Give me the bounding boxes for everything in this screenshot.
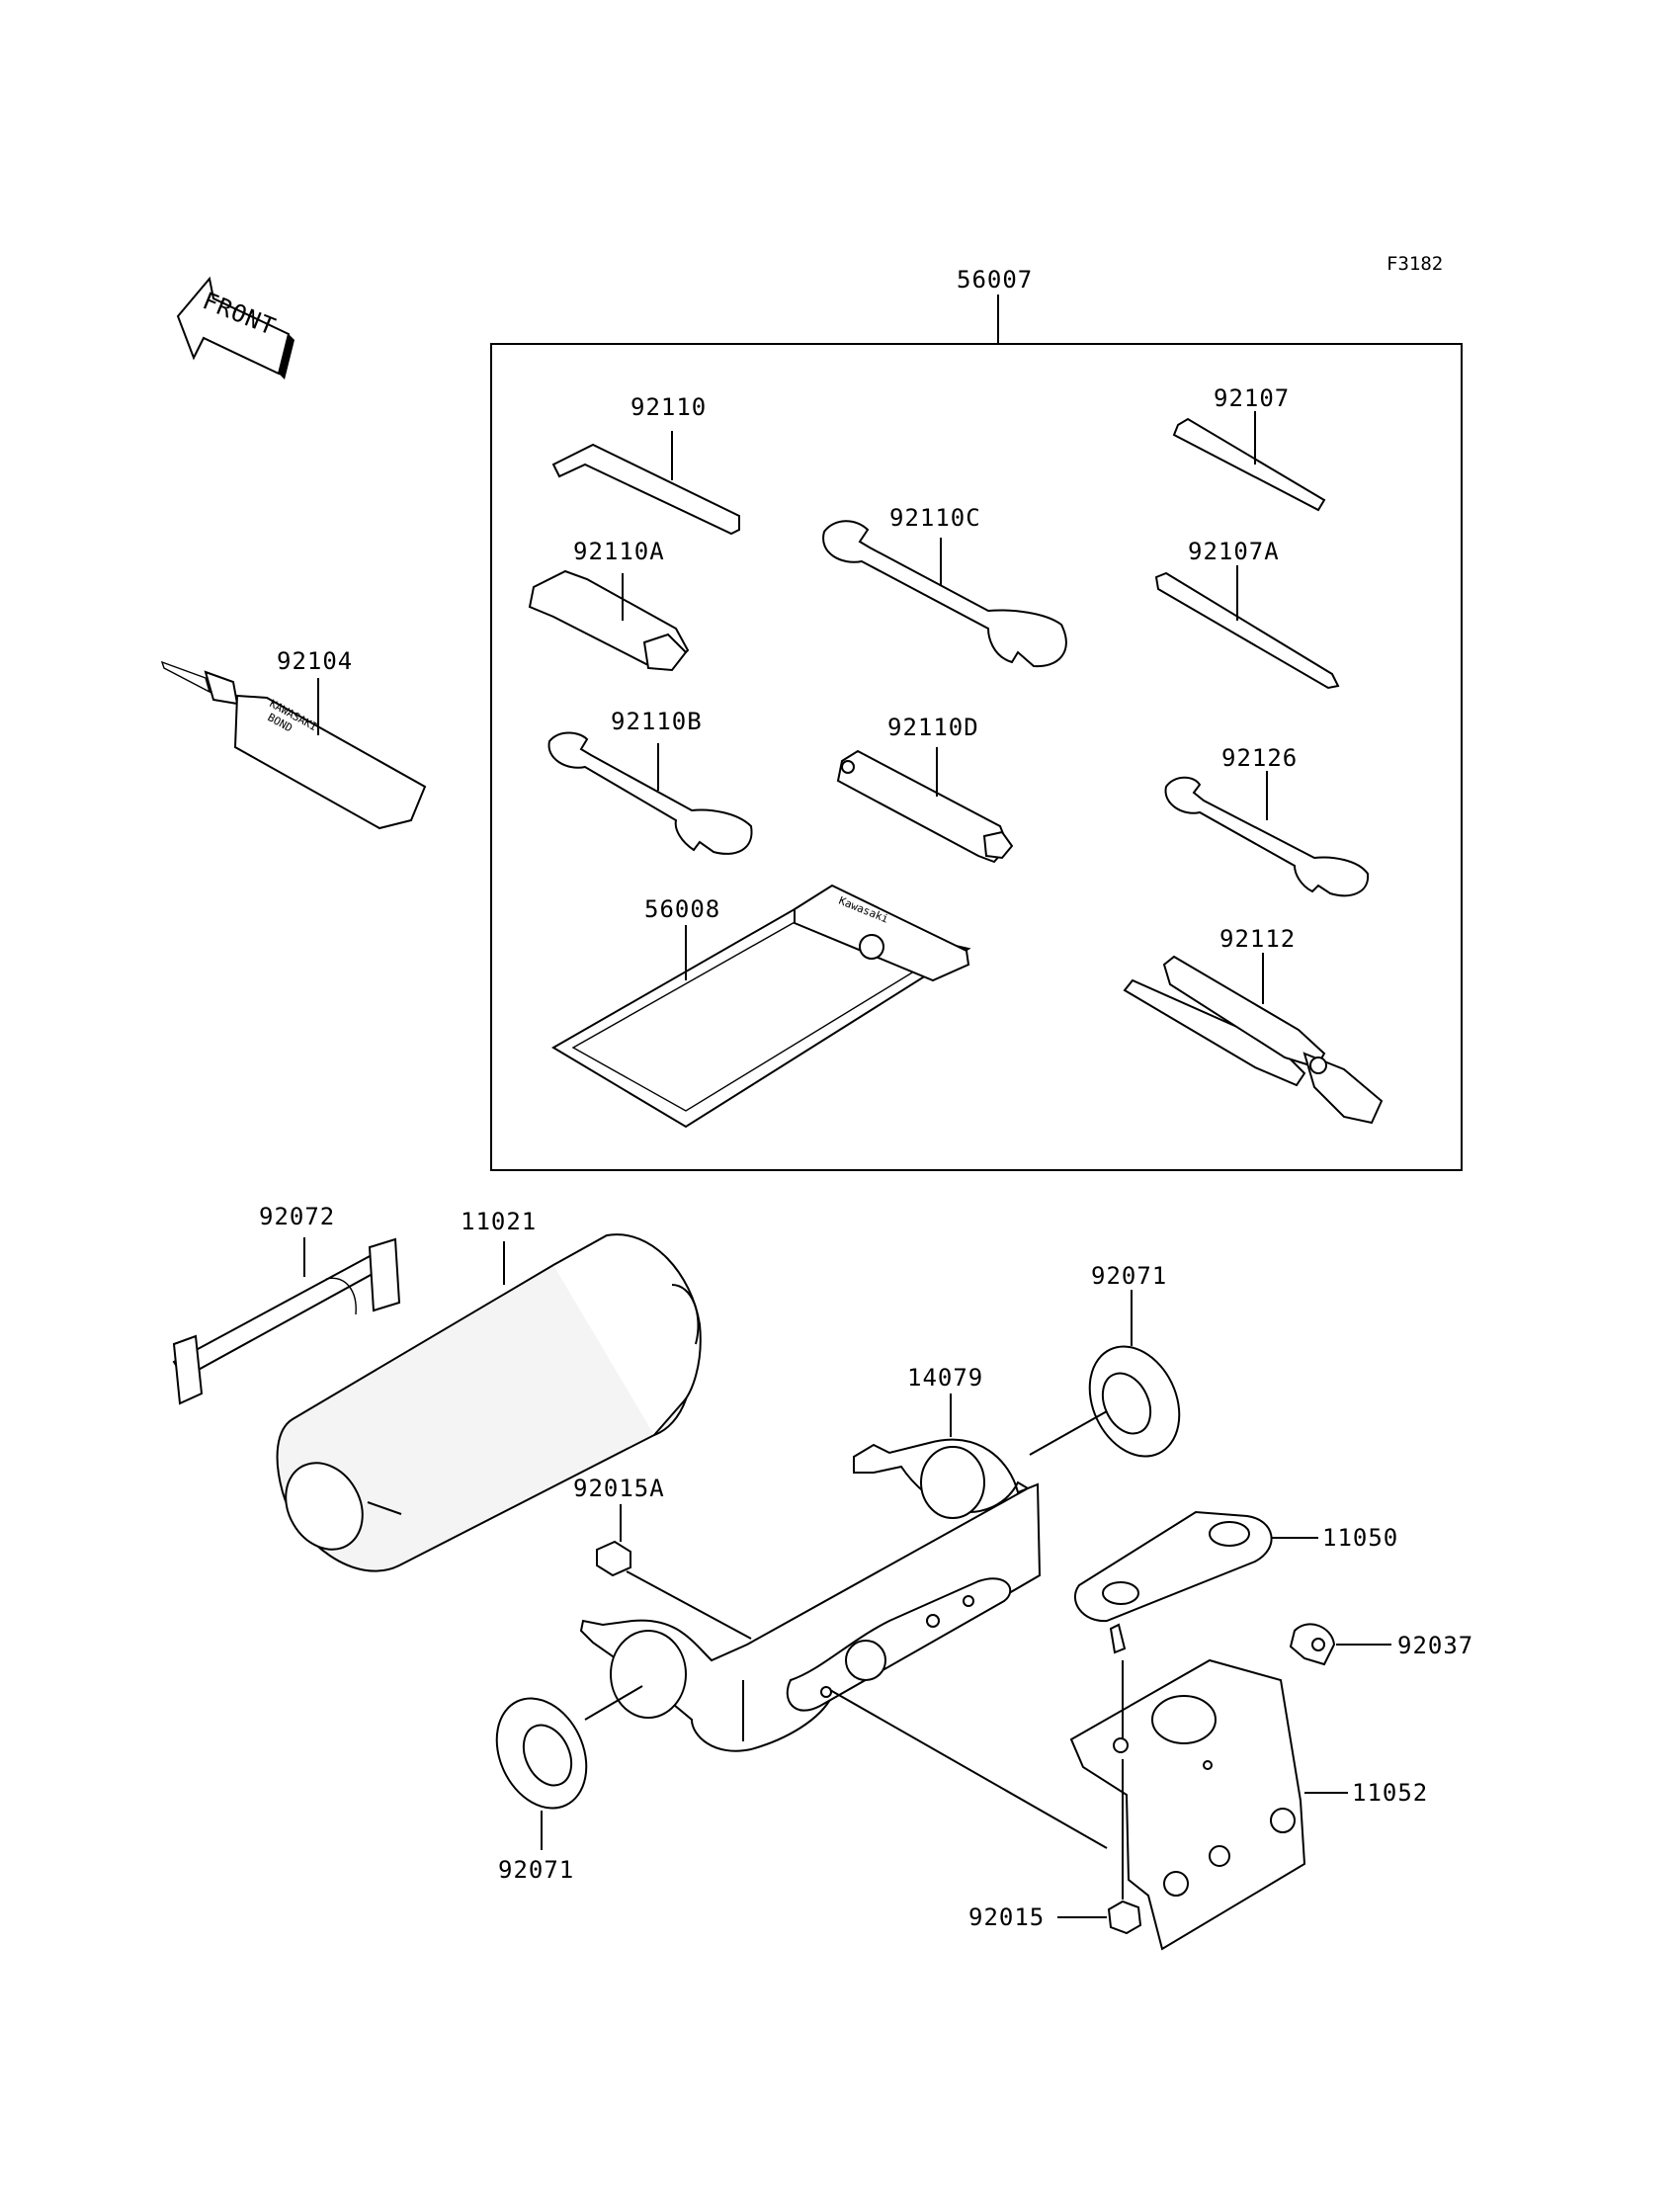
- callout-92015A: 92015A: [573, 1475, 665, 1502]
- front-arrow-icon: FRONT: [176, 276, 294, 380]
- screwdriver-bit: [1172, 411, 1326, 512]
- tube-wrench: [836, 747, 1014, 864]
- callout-11021: 11021: [461, 1208, 537, 1235]
- filter-canister: [276, 1233, 702, 1572]
- bolt-lower: [829, 1689, 1142, 1935]
- tool-kit-frame: [490, 343, 1463, 1171]
- callout-56007: 56007: [957, 266, 1033, 294]
- nut-upper: [596, 1504, 752, 1640]
- callout-92110B: 92110B: [611, 708, 703, 735]
- callout-92110D: 92110D: [887, 714, 979, 741]
- wire-clip: [1289, 1623, 1391, 1666]
- bracket-plate: [1069, 1658, 1348, 1951]
- callout-11050: 11050: [1322, 1524, 1398, 1552]
- callout-92110: 92110: [630, 393, 707, 421]
- mounting-bracket: [579, 1394, 1042, 1752]
- figure-code: F3182: [1386, 253, 1443, 275]
- open-end-wrench-large: [822, 520, 1067, 668]
- open-end-wrench-medium: [547, 731, 753, 855]
- callout-92071-lower: 92071: [498, 1856, 574, 1884]
- callout-92015: 92015: [968, 1903, 1045, 1931]
- callout-92104: 92104: [277, 647, 353, 675]
- pliers: [1123, 953, 1384, 1125]
- cover-plate: [1073, 1510, 1318, 1654]
- callout-92037: 92037: [1397, 1632, 1473, 1659]
- bond-tube: KAWASAKI BOND: [160, 660, 427, 830]
- callout-92110C: 92110C: [889, 504, 981, 532]
- hex-key: [551, 431, 740, 536]
- open-end-wrench-small: [1164, 771, 1370, 897]
- callout-92072: 92072: [259, 1203, 335, 1230]
- callout-11052: 11052: [1352, 1779, 1428, 1807]
- callout-92126: 92126: [1221, 744, 1298, 772]
- callout-92112: 92112: [1219, 925, 1296, 953]
- spark-plug-socket: [528, 569, 690, 672]
- screwdriver-grip: [1154, 565, 1340, 690]
- grommet-lower: [495, 1685, 643, 1850]
- callout-56008: 56008: [644, 895, 720, 923]
- callout-92110A: 92110A: [573, 538, 665, 565]
- callout-92071-upper: 92071: [1091, 1262, 1167, 1290]
- callout-92107: 92107: [1214, 384, 1290, 412]
- tool-pouch: Kawasaki: [551, 884, 971, 1129]
- retaining-band: [172, 1237, 401, 1405]
- grommet-upper: [1029, 1290, 1181, 1458]
- callout-14079: 14079: [907, 1364, 983, 1392]
- callout-92107A: 92107A: [1188, 538, 1280, 565]
